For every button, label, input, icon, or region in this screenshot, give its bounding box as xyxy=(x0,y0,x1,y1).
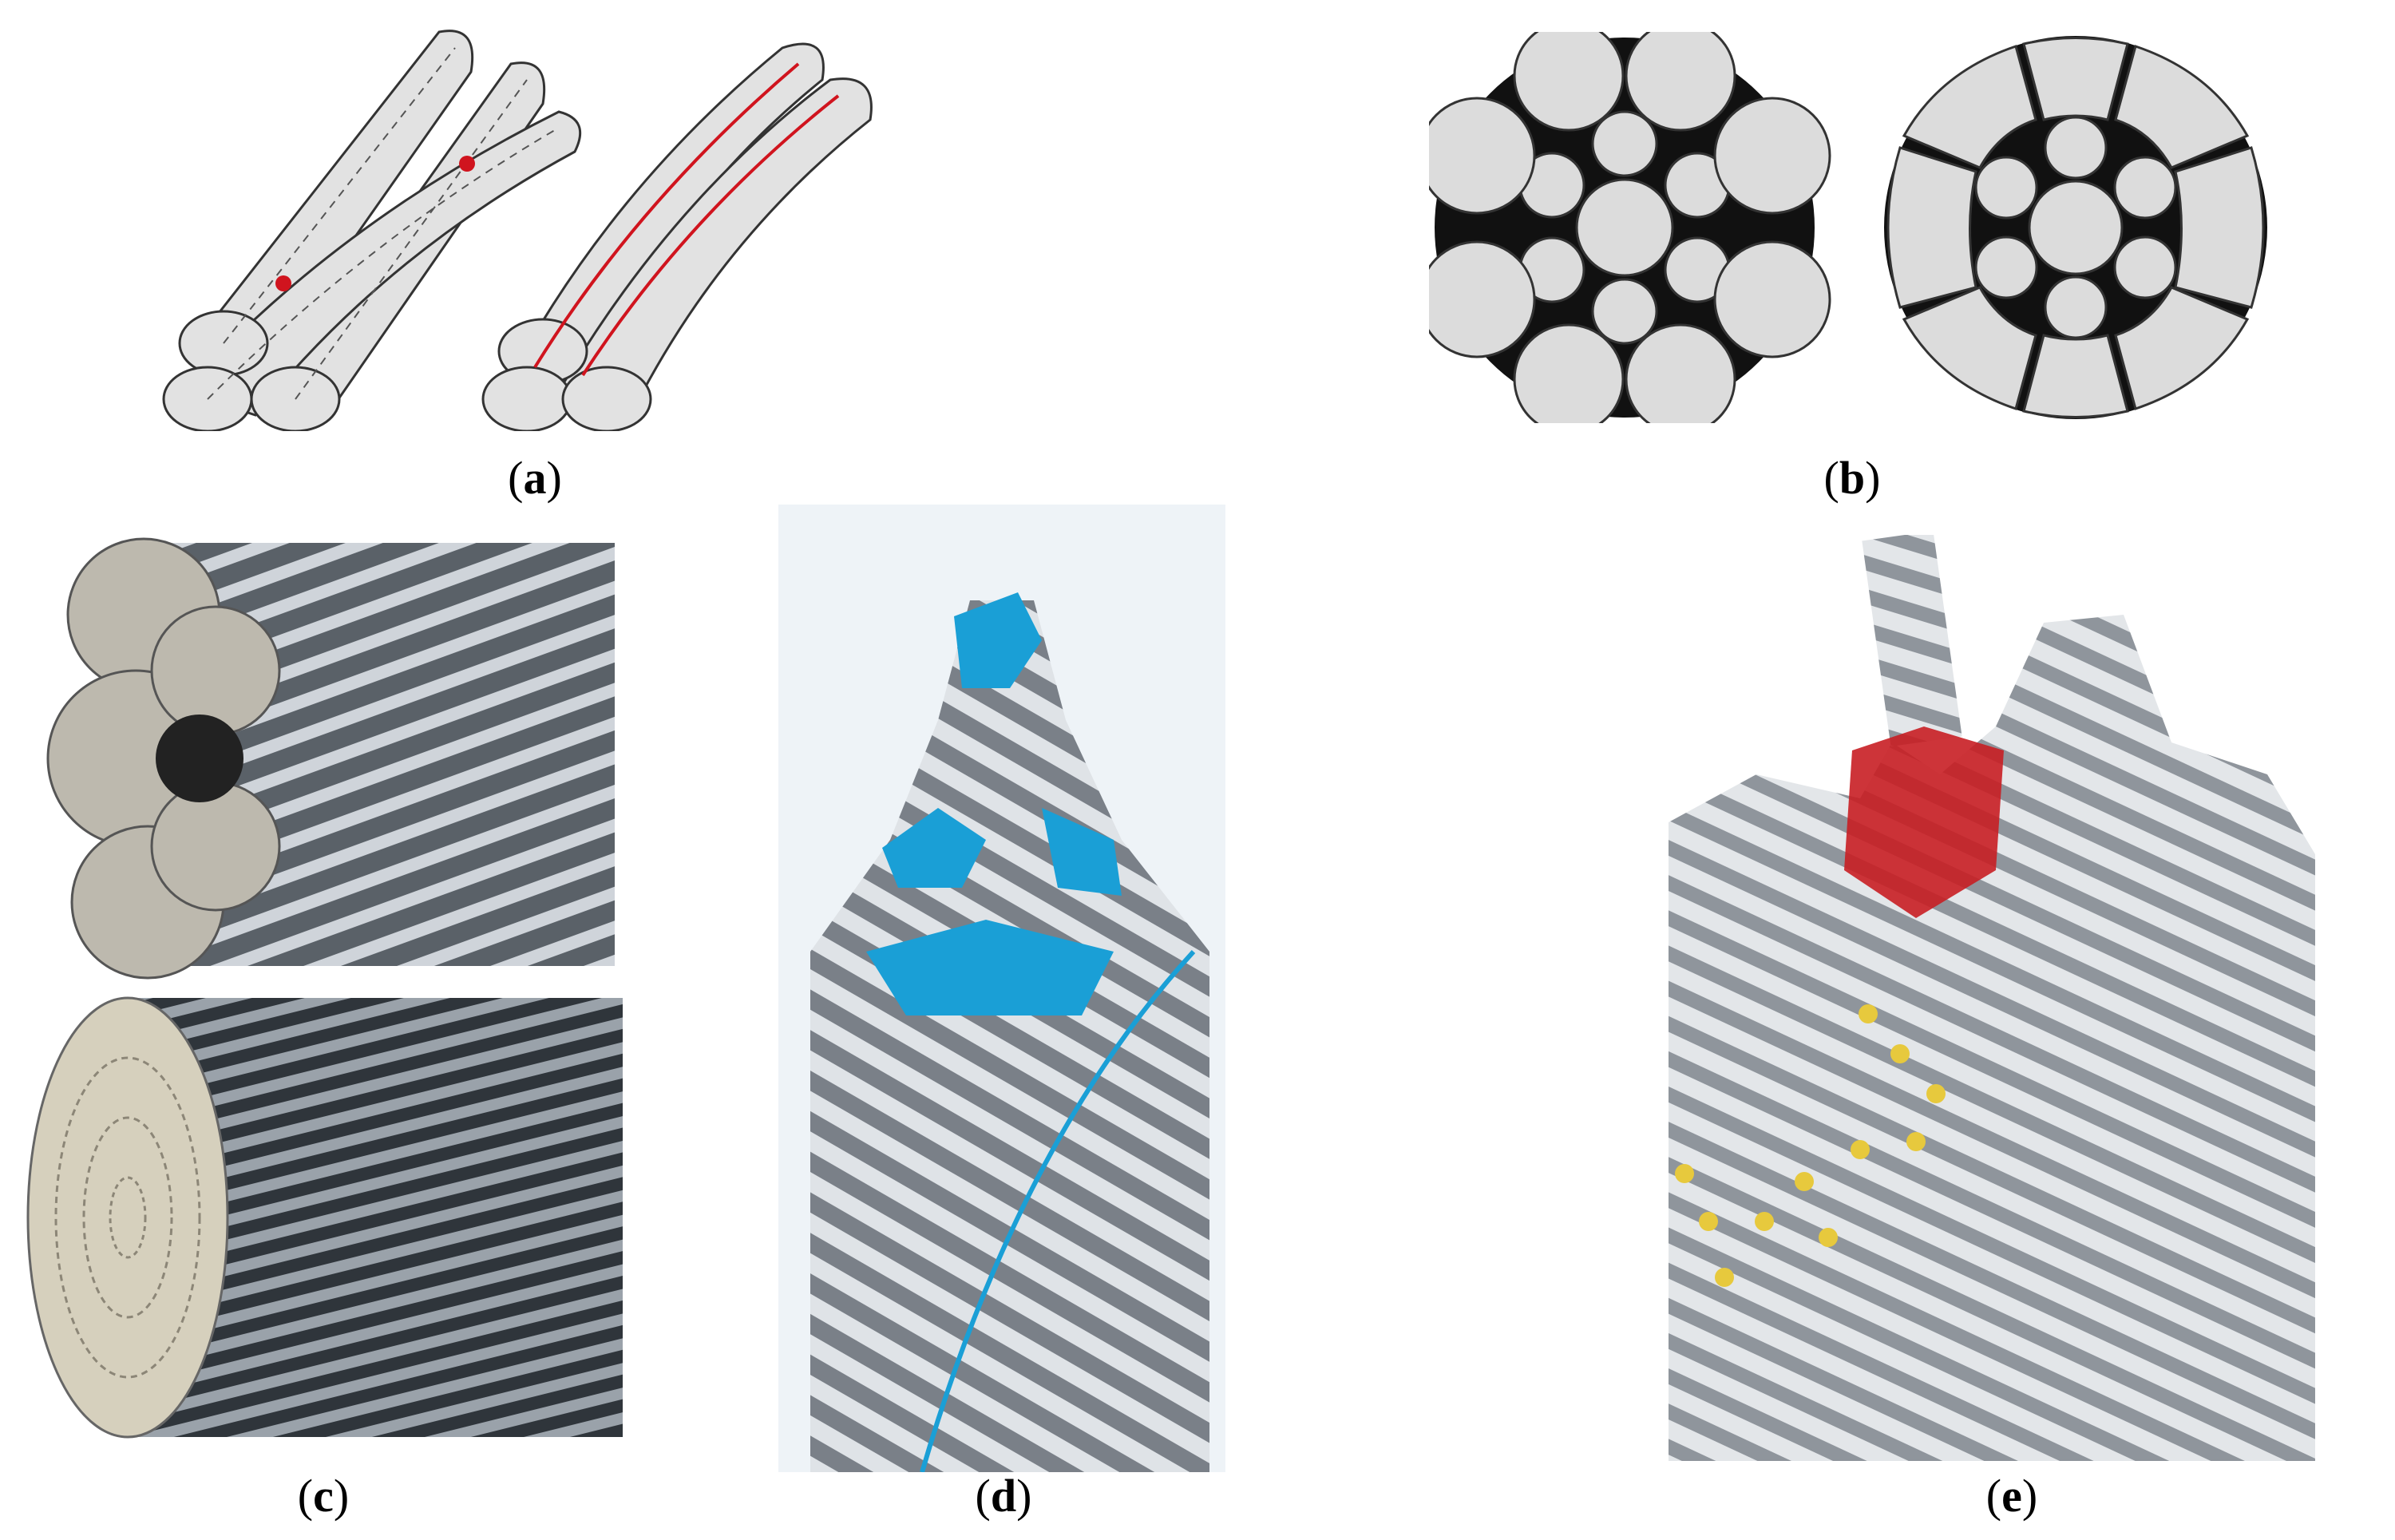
contact-line-1 xyxy=(533,62,800,369)
blue-separator-svg xyxy=(810,592,1209,1472)
red-core-svg xyxy=(1669,535,2315,1461)
center-strand xyxy=(1862,535,1962,746)
separator-mid-left xyxy=(882,808,986,888)
contact-point-2 xyxy=(459,156,475,172)
wire-1 xyxy=(205,30,474,370)
caption-a: (a) xyxy=(508,452,562,504)
cross-sections-svg xyxy=(1429,32,2267,423)
point-contact-axes xyxy=(207,47,560,400)
panel-c-rope-renders xyxy=(16,527,623,1453)
wire-3 xyxy=(181,110,582,417)
separator-top xyxy=(954,592,1042,688)
strand-cores xyxy=(1675,1004,1946,1287)
spiral-strand-render xyxy=(26,996,623,1439)
wire-5 xyxy=(556,77,873,417)
red-separator xyxy=(1844,726,2004,918)
compacted-strand-section xyxy=(1884,36,2267,419)
spiral-strand-end xyxy=(26,996,229,1439)
separator-seam xyxy=(920,949,1196,1472)
lay-diagram-svg xyxy=(162,30,873,431)
panel-a-lay-diagram xyxy=(160,16,910,431)
caption-b: (b) xyxy=(1823,452,1881,504)
panel-d-blue-separator-rope xyxy=(778,505,1225,1472)
panel-b-cross-sections xyxy=(1429,32,2275,423)
caption-c: (c) xyxy=(297,1470,350,1522)
panel-e-red-core-rope xyxy=(1661,535,2315,1461)
stranded-rope-render xyxy=(46,537,615,980)
contact-line-2 xyxy=(581,94,840,377)
wire-end-5 xyxy=(481,366,572,431)
caption-d: (d) xyxy=(975,1470,1032,1522)
wire-end-6 xyxy=(561,366,652,431)
separator-mid-right xyxy=(1042,808,1122,896)
rope-bundle xyxy=(1669,615,2315,1461)
caption-e: (e) xyxy=(1985,1470,2038,1522)
round-strand-section xyxy=(1429,32,1831,423)
contact-point-1 xyxy=(275,275,291,291)
rope-body xyxy=(810,600,1209,1472)
rope-renders-svg xyxy=(26,537,623,1439)
separator-lower xyxy=(866,920,1114,1015)
line-contact-bundle xyxy=(481,42,873,431)
